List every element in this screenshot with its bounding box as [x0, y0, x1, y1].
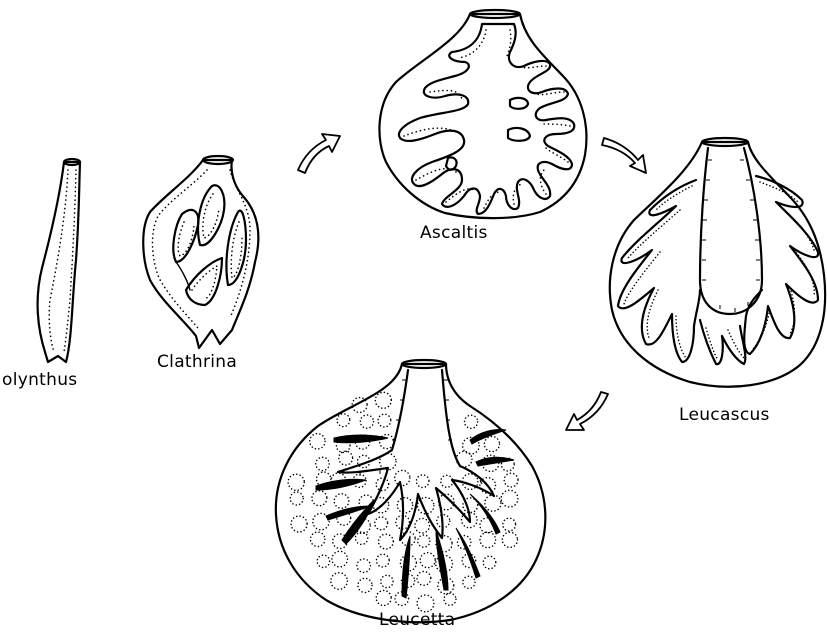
ascaltis-drawing — [379, 10, 586, 218]
flagellated-chamber — [337, 414, 350, 427]
label-leucetta: Leucetta — [379, 610, 455, 630]
flagellated-chamber — [441, 475, 453, 487]
flagellated-chamber — [415, 518, 430, 533]
flagellated-chamber — [358, 578, 372, 592]
flagellated-chamber — [290, 492, 303, 505]
label-clathrina: Clathrina — [157, 352, 237, 372]
leucascus-drawing — [610, 138, 825, 387]
flagellated-chamber — [360, 415, 373, 428]
flagellated-chamber — [380, 435, 394, 449]
flagellated-chamber — [291, 516, 307, 532]
flagellated-chamber — [357, 559, 370, 572]
flagellated-chamber — [312, 491, 327, 506]
flagellated-chamber — [463, 576, 475, 588]
flagellated-chamber — [375, 392, 391, 408]
flagellated-chamber — [316, 457, 329, 470]
flagellated-chamber — [417, 572, 431, 586]
flagellated-chamber — [376, 591, 391, 606]
flagellated-chamber — [485, 495, 501, 511]
flagellated-chamber — [456, 451, 472, 467]
flagellated-chamber — [376, 554, 389, 567]
flagellated-chamber — [339, 451, 353, 465]
flagellated-chamber — [317, 555, 329, 567]
flagellated-chamber — [334, 494, 349, 509]
arrow-leucascus-to-leucetta — [566, 392, 608, 430]
flagellated-chamber — [331, 573, 348, 590]
arrow-olynthus-path-to-ascaltis — [298, 134, 340, 173]
flagellated-chamber — [381, 575, 393, 587]
flagellated-chamber — [395, 470, 410, 485]
flagellated-chamber — [480, 532, 496, 548]
flagellated-chamber — [355, 532, 367, 544]
flagellated-chamber — [379, 534, 394, 549]
flagellated-chamber — [444, 593, 456, 605]
flagellated-chamber — [503, 518, 516, 531]
flagellated-chamber — [288, 474, 304, 490]
flagellated-chamber — [311, 532, 325, 546]
flagellated-chamber — [483, 556, 496, 569]
flagellated-chamber — [465, 415, 478, 428]
label-leucascus: Leucascus — [679, 405, 770, 425]
arrow-ascaltis-to-leucascus — [602, 138, 646, 173]
flagellated-chamber — [420, 553, 435, 568]
olynthus-drawing — [38, 159, 80, 362]
flagellated-chamber — [502, 532, 517, 547]
flagellated-chamber — [484, 436, 499, 451]
flagellated-chamber — [313, 513, 329, 529]
flagellated-chamber — [332, 551, 348, 567]
flagellated-chamber — [416, 475, 429, 488]
flagellated-chamber — [310, 434, 325, 449]
flagellated-chamber — [375, 517, 388, 530]
clathrina-drawing — [143, 156, 258, 348]
flagellated-chamber — [504, 473, 518, 487]
flagellated-chamber — [501, 490, 518, 507]
flagellated-chamber — [397, 498, 412, 513]
flagellated-chamber — [378, 414, 391, 427]
label-olynthus: olynthus — [2, 370, 77, 390]
label-ascaltis: Ascaltis — [420, 223, 488, 243]
flagellated-chamber — [418, 535, 430, 547]
